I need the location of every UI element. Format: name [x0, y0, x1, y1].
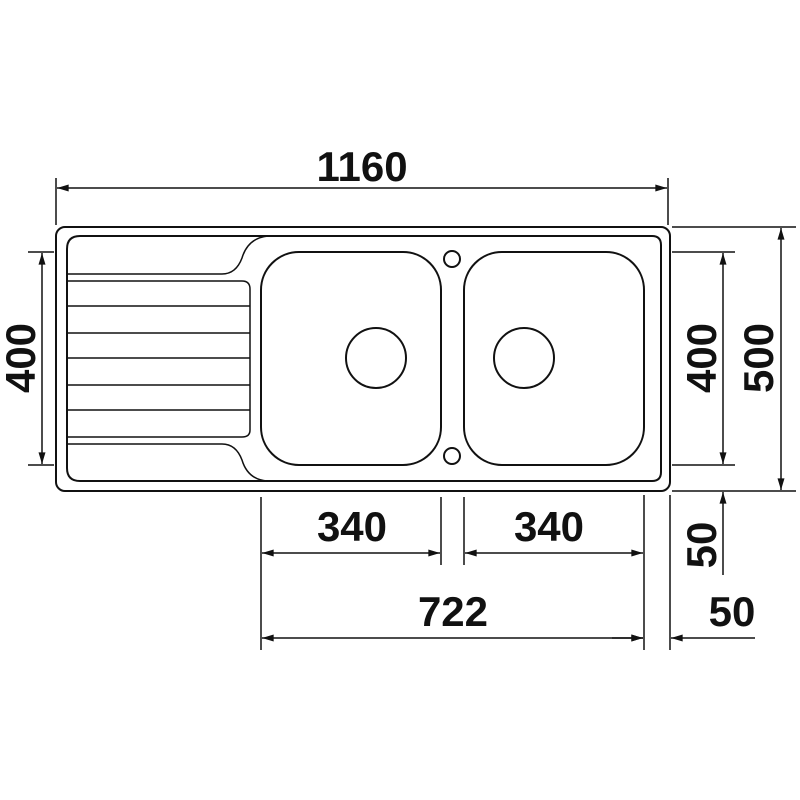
tap-hole [443, 250, 461, 268]
depth-500-label: 500 [735, 323, 782, 393]
front-50-label: 50 [678, 522, 725, 569]
left-drain [345, 327, 407, 389]
right-bowl [463, 251, 645, 466]
left-400-label: 400 [0, 323, 44, 393]
left-bowl [260, 251, 442, 466]
right-400-label: 400 [678, 323, 725, 393]
sink-rim [66, 235, 662, 482]
sink-outline [55, 226, 671, 492]
right-bowl-340-label: 340 [514, 503, 584, 550]
right-drain [493, 327, 555, 389]
extension-lines [28, 178, 796, 650]
width-1160-label: 1160 [316, 143, 407, 190]
dimension-lines [38, 184, 785, 642]
side-50-label: 50 [709, 588, 756, 635]
span-722-label: 722 [418, 588, 488, 635]
drainboard [67, 235, 269, 482]
overflow-hole [443, 447, 461, 465]
left-bowl-340-label: 340 [317, 503, 387, 550]
